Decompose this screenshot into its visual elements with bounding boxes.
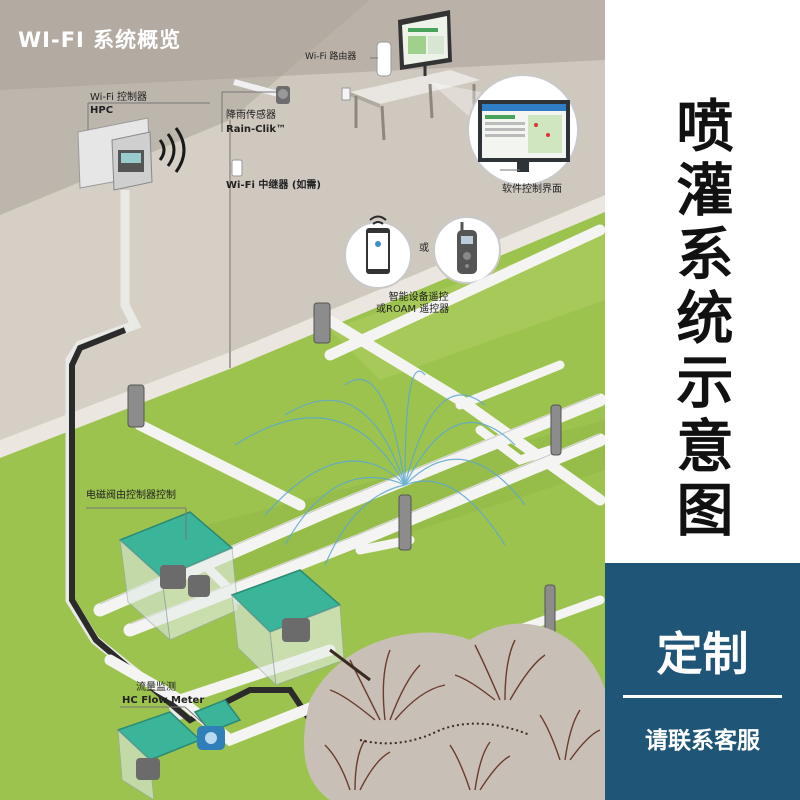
label-leader-lines xyxy=(86,57,520,726)
wall-outlet xyxy=(341,87,351,101)
label-valve-control: 电磁阀由控制器控制 xyxy=(86,490,176,501)
custom-divider xyxy=(623,695,782,698)
desk xyxy=(350,70,480,141)
label-wifi-router: Wi-Fi 路由器 xyxy=(305,52,357,62)
wifi-repeater-device xyxy=(231,159,243,177)
controller-wire xyxy=(69,327,313,724)
house-upper-band xyxy=(0,0,605,90)
label-flow-monitor: 流量监测 xyxy=(136,682,176,693)
irrigation-illustration xyxy=(0,0,605,800)
custom-subtitle: 请联系客服 xyxy=(645,728,760,754)
sprinkler-heads xyxy=(127,302,562,641)
label-smart-device-line2: 或ROAM 遥控器 xyxy=(376,303,450,315)
flow-meter-device xyxy=(193,699,242,750)
hpc-controller xyxy=(77,117,186,191)
valve-box-3 xyxy=(116,711,202,800)
label-flow-meter: HC Flow Meter xyxy=(122,695,205,706)
house-left-wall xyxy=(0,120,230,440)
label-or: 或 xyxy=(419,243,429,254)
side-panel xyxy=(605,0,800,563)
roam-remote-callout xyxy=(433,216,501,284)
vertical-title: 喷灌系统示意图 xyxy=(676,94,734,544)
shrub-bed xyxy=(304,623,605,800)
label-smart-device-line1: 智能设备遥控 xyxy=(388,292,449,303)
label-smart-device: 智能设备遥控 或ROAM 遥控器 xyxy=(376,292,449,315)
custom-service-block: 定制 请联系客服 xyxy=(605,563,800,800)
software-screen-callout xyxy=(430,74,579,186)
label-rain-clik: Rain-Clik™ xyxy=(226,124,286,135)
custom-title: 定制 xyxy=(656,627,749,681)
diagram-title: WI-FI 系统概览 xyxy=(18,28,182,52)
label-hpc: HPC xyxy=(90,105,114,116)
sprinkler-spray xyxy=(234,370,526,566)
rain-sensor-device xyxy=(233,79,290,104)
lawn-stripe xyxy=(150,420,605,600)
wifi-router xyxy=(376,41,392,77)
label-software-ui: 软件控制界面 xyxy=(502,184,562,195)
smartphone-callout xyxy=(344,215,412,289)
valve-box-1 xyxy=(118,511,239,642)
valve-box-2 xyxy=(230,569,345,687)
label-wifi-repeater: Wi-Fi 中继器 (如需) xyxy=(226,180,321,191)
label-wifi-controller: Wi-Fi 控制器 xyxy=(90,92,148,103)
label-rain-sensor: 降雨传感器 xyxy=(226,110,276,121)
desktop-monitor xyxy=(398,10,452,76)
lawn-stripe xyxy=(330,230,605,380)
